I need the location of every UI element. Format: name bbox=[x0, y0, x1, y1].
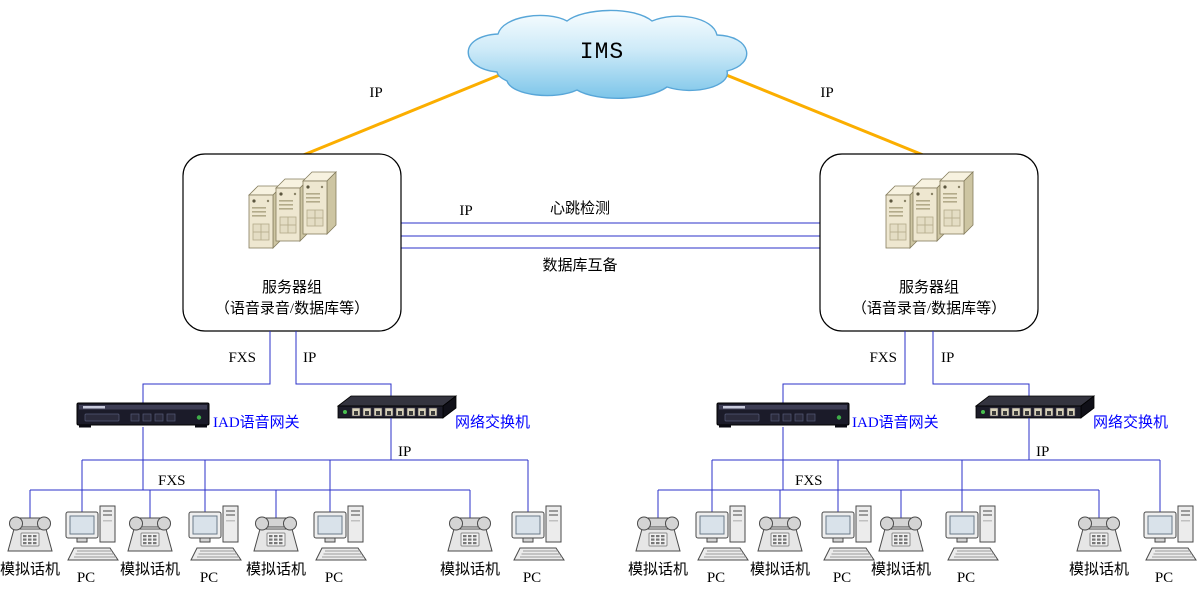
pc-label: PC bbox=[957, 570, 975, 586]
fxs-link-left bbox=[142, 331, 271, 404]
lan-bus-right bbox=[657, 418, 1161, 518]
pc-label: PC bbox=[325, 570, 343, 586]
pc-label: PC bbox=[200, 570, 218, 586]
bus-fxs-label-right: FXS bbox=[795, 473, 823, 489]
db-backup-label: 数据库互备 bbox=[542, 257, 617, 274]
analog-phone-icon bbox=[878, 516, 924, 552]
analog-phone-label: 模拟话机 bbox=[246, 561, 306, 578]
iad-gateway-icon-right bbox=[716, 402, 850, 428]
bus-fxs-label-left: FXS bbox=[158, 473, 186, 489]
switch-ip-label-left: IP bbox=[398, 444, 411, 460]
ims-cloud: IMS bbox=[467, 9, 748, 99]
pc-label: PC bbox=[1155, 570, 1173, 586]
switch-ip-label-right: IP bbox=[1036, 444, 1049, 460]
pc-label: PC bbox=[77, 570, 95, 586]
network-switch-icon-right bbox=[975, 395, 1095, 419]
interlink-lines bbox=[401, 222, 820, 249]
heartbeat-label: 心跳检测 bbox=[550, 200, 610, 217]
uplink-ip-label-right: IP bbox=[820, 85, 833, 101]
analog-phone-icon bbox=[7, 516, 53, 552]
pc-icon bbox=[821, 505, 875, 561]
network-switch-label-right: 网络交换机 bbox=[1093, 413, 1168, 431]
analog-phone-label: 模拟话机 bbox=[120, 561, 180, 578]
network-switch-label-left: 网络交换机 bbox=[455, 413, 530, 431]
ims-label: IMS bbox=[580, 39, 624, 65]
analog-phone-label: 模拟话机 bbox=[1069, 561, 1129, 578]
network-switch-icon-left bbox=[337, 395, 457, 419]
server-group-subtitle-left: （语音录音/数据库等） bbox=[215, 299, 369, 317]
pc-label: PC bbox=[833, 570, 851, 586]
lan-bus-left bbox=[29, 418, 529, 518]
server-group-title-right: 服务器组 bbox=[899, 279, 959, 296]
pc-label: PC bbox=[707, 570, 725, 586]
pc-icon bbox=[511, 505, 565, 561]
iad-gateway-label-left: IAD语音网关 bbox=[213, 414, 300, 431]
uplink-lines bbox=[294, 68, 930, 160]
uplink-line-right bbox=[712, 68, 930, 159]
server-group-box-right bbox=[819, 153, 1039, 332]
uplink-line-left bbox=[294, 72, 504, 160]
server-group-right: 服务器组 （语音录音/数据库等） bbox=[819, 153, 1039, 332]
analog-phone-icon bbox=[253, 516, 299, 552]
server-group-box-left bbox=[182, 153, 402, 332]
pc-icon bbox=[188, 505, 242, 561]
fxs-label-right: FXS bbox=[869, 350, 897, 366]
analog-phone-label: 模拟话机 bbox=[440, 561, 500, 578]
pc-label: PC bbox=[523, 570, 541, 586]
analog-phone-icon bbox=[1076, 516, 1122, 552]
fxs-link-right bbox=[782, 331, 906, 404]
server-group-left: 服务器组 （语音录音/数据库等） bbox=[182, 153, 402, 332]
access-links-left bbox=[142, 331, 392, 404]
access-links-right bbox=[782, 331, 1030, 404]
iad-gateway-label-right: IAD语音网关 bbox=[852, 414, 939, 431]
server-group-subtitle-right: （语音录音/数据库等） bbox=[852, 299, 1006, 317]
pc-icon bbox=[313, 505, 367, 561]
pc-icon bbox=[65, 505, 119, 561]
server-group-title-left: 服务器组 bbox=[262, 279, 322, 296]
pc-icon bbox=[1143, 505, 1197, 561]
analog-phone-icon bbox=[447, 516, 493, 552]
iad-gateway-icon-left bbox=[76, 402, 210, 428]
cloud-shape bbox=[467, 9, 748, 99]
analog-phone-label: 模拟话机 bbox=[750, 561, 810, 578]
pc-icon bbox=[695, 505, 749, 561]
interlink-ip-label: IP bbox=[459, 203, 472, 219]
ip-link-right bbox=[932, 331, 1030, 397]
analog-phone-icon bbox=[127, 516, 173, 552]
ip-label-right: IP bbox=[941, 350, 954, 366]
pc-icon bbox=[945, 505, 999, 561]
analog-phone-label: 模拟话机 bbox=[871, 561, 931, 578]
ip-label-left: IP bbox=[303, 350, 316, 366]
uplink-ip-label-left: IP bbox=[369, 85, 382, 101]
analog-phone-label: 模拟话机 bbox=[628, 561, 688, 578]
analog-phone-icon bbox=[757, 516, 803, 552]
analog-phone-label: 模拟话机 bbox=[0, 561, 60, 578]
ip-link-left bbox=[295, 331, 392, 397]
analog-phone-icon bbox=[635, 516, 681, 552]
fxs-label-left: FXS bbox=[228, 350, 256, 366]
